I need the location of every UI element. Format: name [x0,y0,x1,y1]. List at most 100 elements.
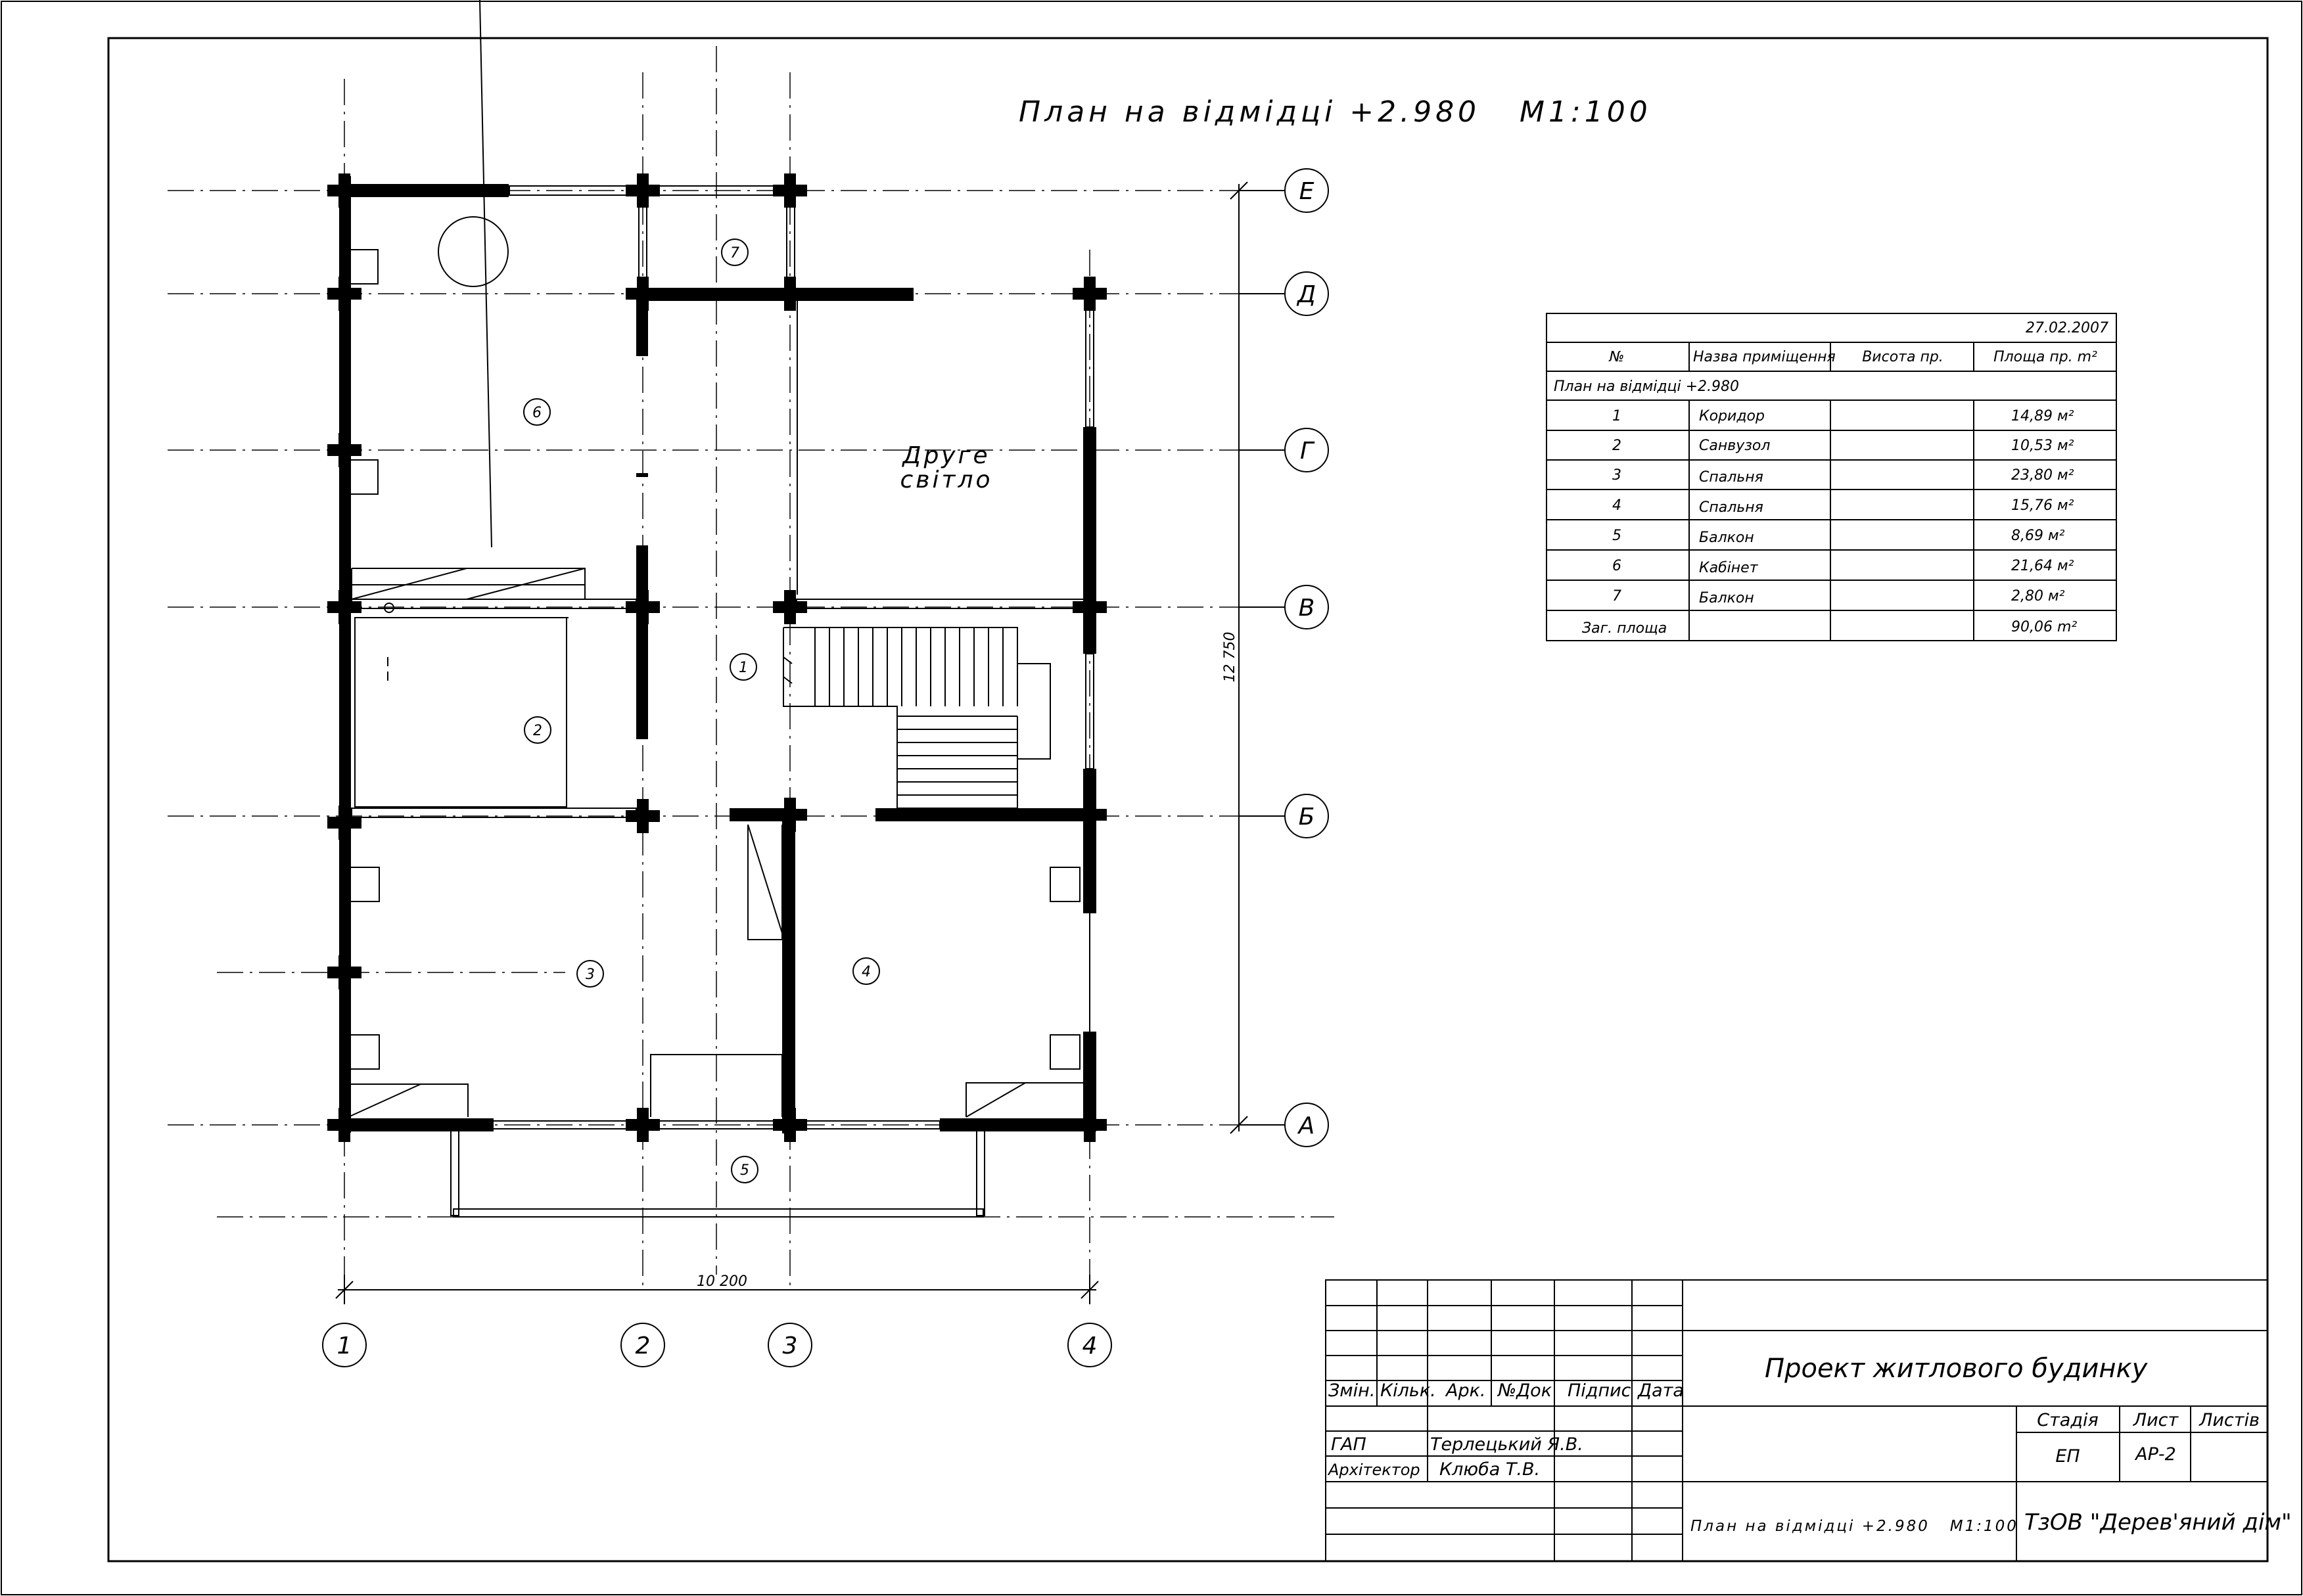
wall [339,176,351,1133]
log-joint [784,798,796,832]
log-walls [339,176,1096,1133]
room-markers [523,239,880,1183]
stage-header-2: Листів [2198,1410,2260,1430]
axis-bubbles: Е Д Г В Б А 1 [322,168,1329,1367]
wall [339,1118,494,1131]
table-cell-name: Кабінет [1699,560,1759,576]
title-block-col-5: Дата [1637,1380,1684,1401]
log-joint [637,590,649,624]
axis-bubble-E: Е [1239,168,1329,213]
table-section: План на відмідці +2.980 [1554,378,1739,395]
company-name: ТзОВ "Дерев'яний дім" [2024,1509,2292,1536]
thin-lines [344,0,1094,1218]
table-cell-name: Санвузол [1699,438,1770,454]
furniture [965,1082,1085,1118]
title-block-person: Терлецький Я.В. [1430,1434,1583,1455]
room-number-7: 7 [730,245,739,262]
axis-bubble-4: 4 [1067,1323,1112,1367]
log-joint [338,1108,350,1142]
closet [1050,1034,1081,1070]
balcony5-right [976,1129,985,1216]
axis-bubble-D: Д [1239,271,1329,316]
axis-bubble-A: А [1239,1103,1329,1147]
room-number-6: 6 [532,405,542,421]
table-date: 27.02.2007 [2026,320,2108,336]
axis-label-4: 4 [1082,1333,1098,1359]
room-number-4: 4 [862,964,871,980]
log-joint [637,799,649,833]
log-joint [338,433,350,467]
axis-bubble-3: 3 [768,1323,812,1367]
table-cell-area: 8,69 м² [2011,528,2065,544]
table-cell-name: Коридор [1699,408,1765,424]
dimension-lines [335,181,1248,1304]
axis-label-D: Д [1296,281,1316,308]
log-joint [637,173,649,208]
rooms-table [1546,313,2117,641]
axis-bubble-2: 2 [620,1323,665,1367]
room-marker-7 [721,239,749,266]
room-number-2: 2 [533,723,542,739]
log-joint [1084,277,1096,311]
table-total-area: 90,06 m² [2011,619,2077,635]
table-cell-name: Балкон [1699,590,1754,606]
table-cell-n: 1 [1612,408,1621,424]
log-joint [784,590,796,624]
room-marker-2 [524,716,551,744]
log-joint [1084,1108,1096,1142]
drawing-frame [107,37,2269,1562]
log-joints [327,173,1107,1142]
table-cell-area: 2,80 м² [2011,588,2065,604]
room-marker-6 [523,398,551,426]
dim-height-label: 12 750 [1222,632,1238,683]
title-block [1325,1279,2268,1562]
title-block-person: Клюба Т.В. [1439,1459,1540,1480]
room-marker-3 [576,960,604,988]
table-header-area: Площа пр. m² [1993,349,2097,365]
title-block-col-2: Арк. [1445,1380,1486,1401]
log-joint [784,1108,796,1142]
second-light-line1: Друге [901,442,990,469]
log-joint [338,955,350,990]
closet [348,249,379,285]
axis-bubble-B: Б [1239,794,1329,838]
axis-label-2: 2 [636,1333,651,1359]
wall [1083,769,1096,913]
table-total-label: Заг. площа [1582,620,1667,637]
stair-treads [814,627,1017,796]
title-block-role: ГАП [1331,1434,1366,1455]
table-cell-area: 10,53 м² [2011,438,2074,454]
closet [1050,867,1081,902]
table-cell-n: 4 [1612,497,1621,514]
table-cell-n: 7 [1612,588,1621,604]
wardrobe [747,824,783,940]
balcony5-left [450,1129,459,1216]
room-marker-1 [730,653,757,681]
second-light-line2: світло [900,467,992,493]
table-cell-n: 5 [1612,528,1621,544]
wall [875,808,1092,821]
stage-value-1: АР-2 [2134,1444,2176,1465]
log-joint [1084,590,1096,624]
axis-label-E: Е [1299,178,1314,205]
log-joint [338,277,350,311]
stage-value-0: ЕП [2055,1446,2080,1467]
log-joint [1084,798,1096,832]
log-joint [338,173,350,208]
wall [782,808,795,1133]
wall [636,473,648,477]
log-joint [338,590,350,624]
bath-inner [354,617,567,808]
balcony5-rail [453,1208,984,1218]
table-cell-n: 3 [1612,467,1621,484]
log-joint [784,173,796,208]
table-cell-name: Спальня [1699,469,1763,486]
plan-title: План на відмідці +2.980 М1:100 [1019,95,1652,129]
room-number-5: 5 [740,1162,749,1179]
axis-label-V: В [1299,595,1315,622]
table-cell-area: 23,80 м² [2011,467,2074,484]
room-number-3: 3 [586,967,595,983]
axis-label-G: Г [1300,438,1315,465]
drain [384,603,394,613]
closet [349,1034,380,1070]
